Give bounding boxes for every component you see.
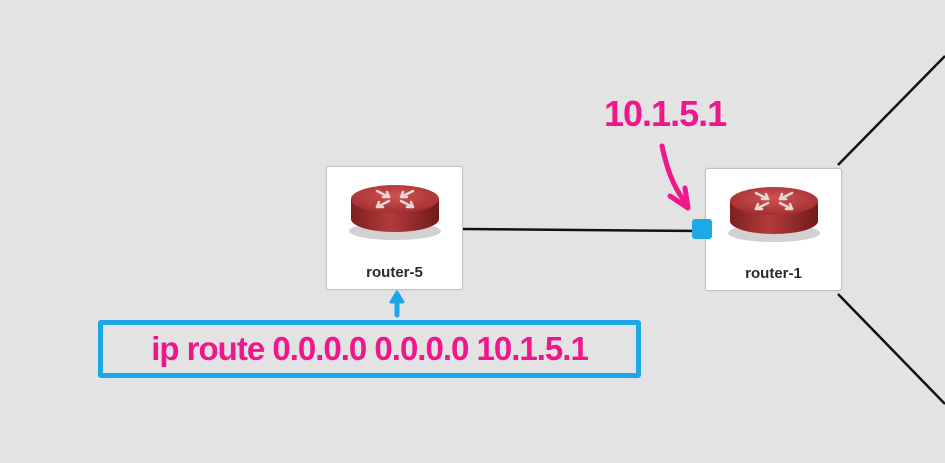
- link-router-1-upper-offscreen[interactable]: [837, 55, 945, 166]
- next-hop-ip-annotation: 10.1.5.1: [604, 93, 727, 134]
- node-label: router-1: [745, 265, 802, 282]
- router-node-router-1[interactable]: router-1: [705, 168, 842, 291]
- link-router-5-router-1[interactable]: [462, 227, 703, 233]
- router-icon: [347, 183, 442, 242]
- node-label: router-5: [366, 264, 423, 281]
- ip-pointer-arrowhead: [667, 185, 691, 211]
- route-command-box: ip route 0.0.0.0 0.0.0.0 10.1.5.1: [98, 320, 641, 378]
- command-pointer-arrowhead: [389, 290, 405, 304]
- link-router-1-lower-offscreen[interactable]: [837, 293, 945, 405]
- route-command-text: ip route 0.0.0.0 0.0.0.0 10.1.5.1: [151, 330, 589, 367]
- ip-pointer-arrow: [659, 143, 688, 205]
- interface-port-icon[interactable]: [692, 219, 712, 239]
- router-node-router-5[interactable]: router-5: [326, 166, 463, 290]
- router-icon: [726, 185, 821, 244]
